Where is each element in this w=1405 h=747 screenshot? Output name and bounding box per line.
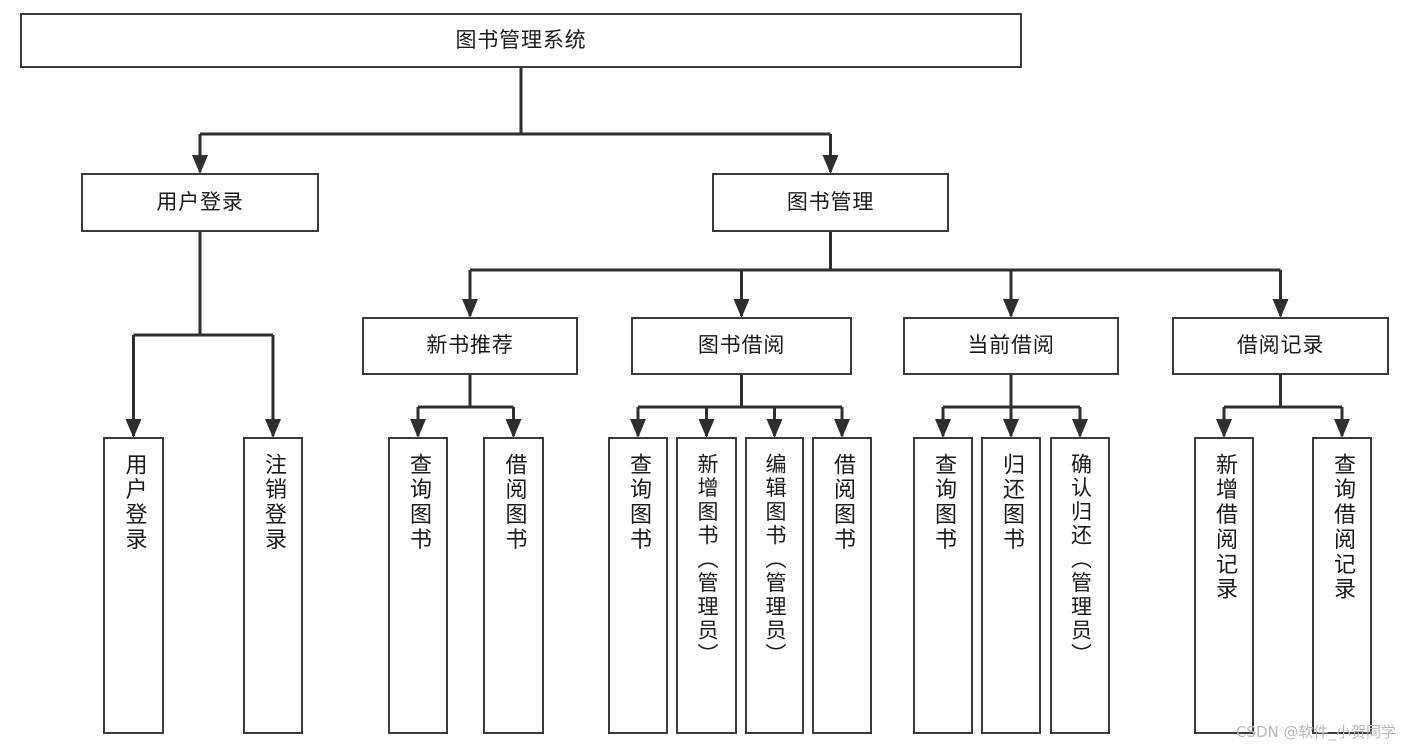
node-current-borrowing[interactable]: 当前借阅 — [903, 317, 1119, 375]
leaf-add-borrow-record[interactable]: 新增借阅记录 — [1194, 437, 1254, 734]
leaf-logout[interactable]: 注销登录 — [243, 437, 303, 734]
node-borrowing-records[interactable]: 借阅记录 — [1172, 317, 1389, 375]
node-user-login[interactable]: 用户登录 — [81, 173, 319, 232]
node-new-book-recommendation-label: 新书推荐 — [426, 333, 514, 358]
leaf-user-login[interactable]: 用户登录 — [103, 437, 164, 734]
leaf-borrow-books[interactable]: 借阅图书 — [812, 437, 872, 734]
leaf-return-books-label: 归还图书 — [999, 453, 1024, 553]
leaf-query-books-borrowing[interactable]: 查询图书 — [608, 437, 668, 734]
node-book-borrowing[interactable]: 图书借阅 — [631, 317, 852, 375]
leaf-add-book-admin[interactable]: 新增图书（管理员） — [676, 437, 737, 734]
node-root[interactable]: 图书管理系统 — [20, 13, 1022, 68]
leaf-borrow-books-recommend[interactable]: 借阅图书 — [483, 437, 544, 734]
leaf-query-books-borrowing-label: 查询图书 — [626, 453, 651, 553]
csdn-watermark: CSDN @软件_小贺同学 — [1235, 723, 1396, 741]
node-book-borrowing-label: 图书借阅 — [697, 333, 786, 358]
node-root-label: 图书管理系统 — [455, 27, 587, 52]
leaf-user-login-label: 用户登录 — [121, 453, 147, 553]
leaf-edit-book-admin[interactable]: 编辑图书（管理员） — [745, 437, 804, 734]
leaf-query-borrow-record-label: 查询借阅记录 — [1330, 453, 1355, 603]
leaf-confirm-return-admin-label: 确认归还（管理员） — [1068, 453, 1093, 667]
leaf-query-books-recommend[interactable]: 查询图书 — [388, 437, 448, 734]
node-book-management-label: 图书管理 — [786, 189, 875, 214]
leaf-query-books-current[interactable]: 查询图书 — [913, 437, 973, 734]
node-current-borrowing-label: 当前借阅 — [967, 333, 1055, 358]
leaf-query-books-recommend-label: 查询图书 — [406, 453, 431, 553]
node-user-login-label: 用户登录 — [156, 189, 244, 214]
node-new-book-recommendation[interactable]: 新书推荐 — [362, 317, 578, 375]
leaf-query-borrow-record[interactable]: 查询借阅记录 — [1312, 437, 1372, 734]
leaf-edit-book-admin-label: 编辑图书（管理员） — [763, 453, 787, 667]
leaf-borrow-books-recommend-label: 借阅图书 — [501, 453, 527, 553]
leaf-return-books[interactable]: 归还图书 — [981, 437, 1041, 734]
leaf-query-books-current-label: 查询图书 — [931, 453, 956, 553]
node-book-management[interactable]: 图书管理 — [712, 173, 949, 232]
leaf-confirm-return-admin[interactable]: 确认归还（管理员） — [1050, 437, 1110, 734]
leaf-logout-label: 注销登录 — [261, 453, 286, 553]
leaf-add-borrow-record-label: 新增借阅记录 — [1212, 453, 1237, 603]
node-borrowing-records-label: 借阅记录 — [1236, 333, 1325, 358]
leaf-borrow-books-label: 借阅图书 — [830, 453, 855, 553]
leaf-add-book-admin-label: 新增图书（管理员） — [695, 453, 719, 667]
